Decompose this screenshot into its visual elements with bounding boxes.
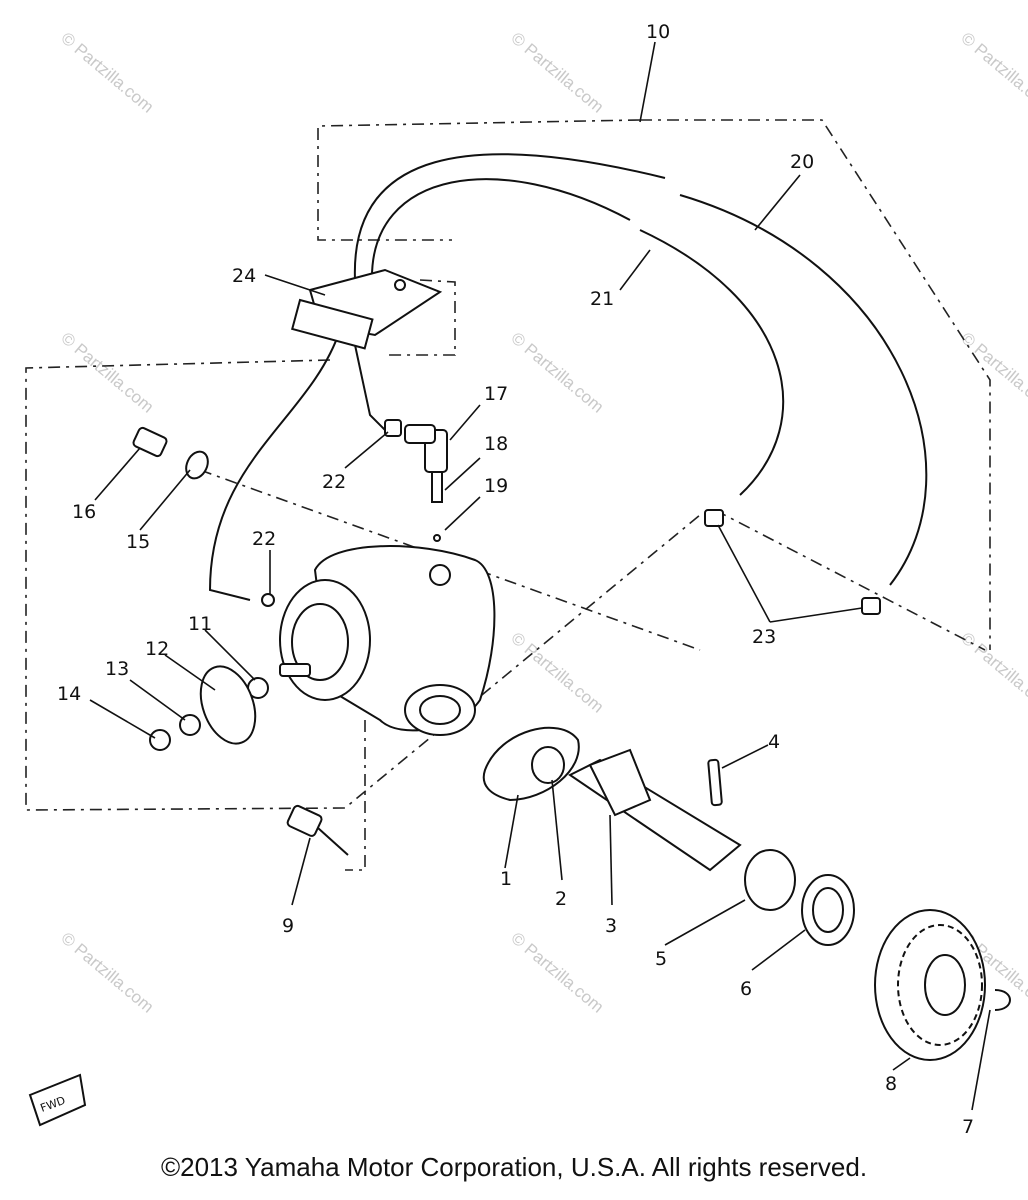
callout-21: 21 [590, 288, 614, 310]
part-24-bracket [291, 268, 443, 350]
callout-16: 16 [72, 501, 96, 523]
part-6-bushing [801, 874, 855, 946]
callout-6: 6 [740, 978, 752, 1000]
callout-19: 19 [484, 475, 508, 497]
part-12-plate [199, 665, 257, 745]
part-22-clip [384, 419, 402, 437]
part-2-oil-seal [531, 746, 565, 784]
callout-8: 8 [885, 1073, 897, 1095]
callout-3: 3 [605, 915, 617, 937]
watermark: © Partzilla.com [57, 29, 157, 117]
callout-22: 22 [252, 528, 276, 550]
part-15-washer [185, 450, 209, 480]
callout-11: 11 [188, 613, 212, 635]
watermark: © Partzilla.com [507, 329, 607, 417]
callout-23: 23 [752, 626, 776, 648]
part-7-circlip [994, 989, 1011, 1011]
part-23-caps [704, 509, 881, 615]
part-16-bolt [132, 426, 168, 458]
callout-1: 1 [500, 868, 512, 890]
part-17-banjo-fitting [404, 424, 448, 542]
callout-24: 24 [232, 265, 256, 287]
callout-18: 18 [484, 433, 508, 455]
callout-2: 2 [555, 888, 567, 910]
fwd-arrow-icon: FWD [28, 1073, 87, 1127]
callout-labels: 10 20 24 21 17 22 18 16 19 15 22 11 12 1… [57, 21, 974, 1138]
watermark: © Partzilla.com [957, 29, 1028, 117]
callout-13: 13 [105, 658, 129, 680]
leader-lines [89, 41, 991, 1111]
callout-22: 22 [322, 471, 346, 493]
part-14-washer [149, 729, 171, 751]
callout-20: 20 [790, 151, 814, 173]
callout-14: 14 [57, 683, 81, 705]
callout-7: 7 [962, 1116, 974, 1138]
part-9-bolt [286, 804, 349, 856]
watermark: © Partzilla.com [507, 629, 607, 717]
callout-17: 17 [484, 383, 508, 405]
part-4-pin [707, 758, 723, 807]
watermark: © Partzilla.com [57, 329, 157, 417]
callout-9: 9 [282, 915, 294, 937]
part-3-drive-shaft [568, 748, 742, 872]
watermark: © Partzilla.com [957, 329, 1028, 417]
callout-4: 4 [768, 731, 780, 753]
part-8-drive-gear [874, 909, 986, 1061]
oil-pump-body [261, 545, 496, 736]
watermark: © Partzilla.com [57, 929, 157, 1017]
part-5-collar [744, 849, 796, 911]
callout-10: 10 [646, 21, 670, 43]
watermark: © Partzilla.com [957, 629, 1028, 717]
watermark: © Partzilla.com [507, 929, 607, 1017]
watermarks: © Partzilla.com © Partzilla.com © Partzi… [57, 29, 1028, 1017]
callout-5: 5 [655, 948, 667, 970]
watermark: © Partzilla.com [507, 29, 607, 117]
callout-15: 15 [126, 531, 150, 553]
callout-12: 12 [145, 638, 169, 660]
copyright-notice: ©2013 Yamaha Motor Corporation, U.S.A. A… [160, 1152, 868, 1182]
oil-hoses [208, 153, 928, 601]
